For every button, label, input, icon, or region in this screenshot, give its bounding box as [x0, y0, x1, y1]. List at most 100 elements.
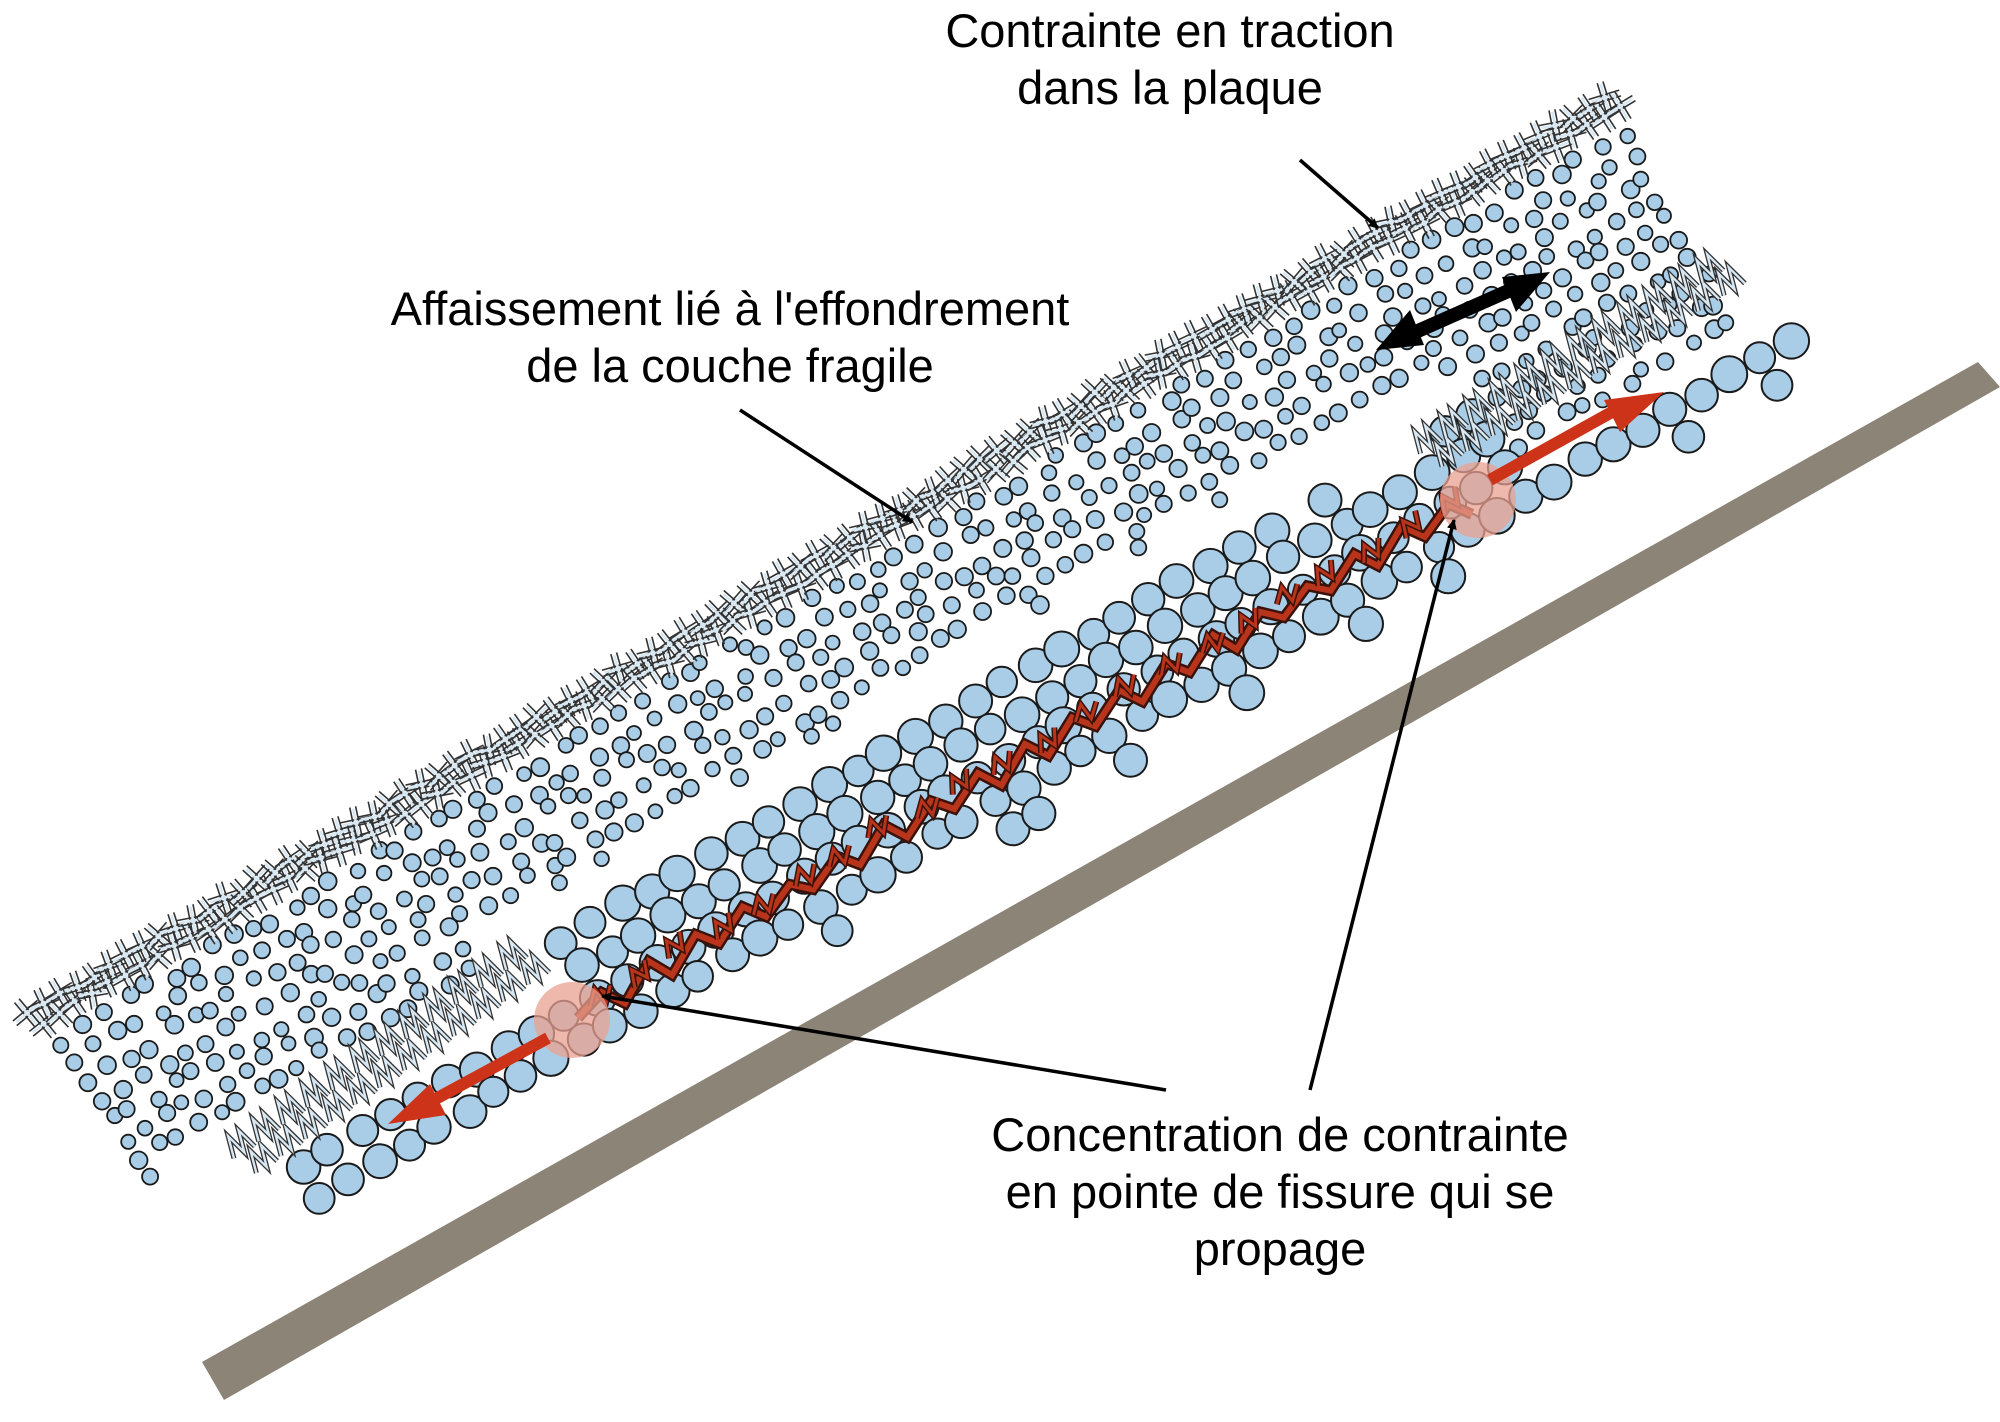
large-grain: [393, 1128, 426, 1162]
small-grain: [1437, 255, 1455, 273]
small-grain: [1473, 260, 1492, 280]
small-grain: [1172, 375, 1191, 394]
weak-layer-crystal: [344, 1068, 378, 1107]
small-grain: [860, 641, 880, 661]
large-grain: [1003, 696, 1041, 734]
small-grain: [277, 929, 296, 948]
small-grain: [647, 803, 664, 820]
crack-shard: [826, 842, 852, 870]
crack-shard: [1037, 727, 1059, 754]
small-grain: [1607, 212, 1626, 231]
small-grain: [166, 1128, 185, 1146]
small-grain: [1588, 192, 1607, 212]
small-grain: [84, 1035, 102, 1053]
small-grain: [1183, 434, 1202, 452]
small-grain: [1645, 193, 1664, 212]
small-grain: [812, 648, 830, 666]
small-grain: [1292, 396, 1311, 416]
small-grain: [273, 1021, 290, 1038]
label-slab-tension-line-1: Contrainte en traction: [945, 4, 1395, 57]
small-grain: [586, 830, 605, 849]
small-grain: [928, 517, 948, 538]
small-grain: [141, 1167, 160, 1186]
crack-tip-glow-left: [534, 982, 610, 1058]
slab-crystal: [374, 789, 404, 819]
small-grain: [254, 1077, 272, 1095]
small-grain: [253, 1031, 271, 1049]
large-grain: [1430, 558, 1467, 595]
large-grain: [860, 779, 896, 816]
slab-crystal: [454, 759, 488, 792]
large-grain: [1710, 355, 1749, 394]
weak-layer-crystal: [270, 1119, 304, 1159]
small-grain: [439, 917, 459, 937]
large-grain: [1043, 630, 1081, 668]
large-grain: [771, 908, 805, 941]
small-grain: [1573, 397, 1591, 414]
weak-layer-crystal: [421, 984, 455, 1024]
small-grain: [1036, 566, 1055, 586]
small-grain: [181, 957, 202, 978]
slab-crystal: [1308, 242, 1341, 275]
small-grain: [853, 679, 870, 696]
small-grain: [604, 822, 624, 842]
small-grain: [1576, 251, 1595, 270]
small-grain: [128, 1150, 149, 1171]
small-grain: [986, 566, 1006, 586]
large-grain: [658, 854, 696, 893]
slab-crystal: [1539, 130, 1573, 164]
small-grain: [349, 1002, 368, 1021]
slab-crystal: [1099, 373, 1128, 402]
small-grain: [1628, 147, 1647, 166]
small-grain: [972, 556, 992, 576]
large-grain: [346, 1114, 380, 1147]
small-grain: [545, 834, 564, 852]
small-grain: [821, 670, 841, 689]
small-grain: [395, 890, 413, 908]
small-grain: [404, 967, 421, 985]
slab-crystal: [43, 977, 76, 1010]
small-grain: [117, 1100, 136, 1119]
small-grain: [1220, 455, 1240, 475]
small-grain: [1431, 291, 1447, 307]
small-grain: [478, 803, 498, 823]
weak-layer-crystal: [419, 1016, 453, 1056]
small-grain: [1030, 595, 1050, 615]
label-stress-concentration-line-3: propage: [1193, 1222, 1367, 1275]
small-grain: [809, 705, 828, 724]
slab-crystal: [126, 930, 159, 963]
small-grain: [530, 757, 551, 778]
small-grain: [824, 715, 842, 732]
small-grain: [1504, 180, 1524, 200]
weak-layer-crystal: [1534, 368, 1568, 407]
slab-crystal: [819, 533, 848, 562]
small-grain: [344, 945, 364, 965]
small-grain: [1194, 446, 1212, 464]
small-grain: [413, 929, 431, 947]
leader-line-collapse: [739, 408, 913, 524]
large-grain: [859, 856, 897, 894]
large-grain: [958, 683, 994, 719]
slab-crystal: [1523, 120, 1556, 153]
small-grain: [225, 1091, 246, 1112]
large-grain: [619, 917, 657, 954]
small-grain: [689, 690, 706, 706]
weak-layer-crystal: [493, 965, 527, 1004]
small-grain: [1655, 207, 1672, 224]
small-grain: [1210, 387, 1230, 407]
small-grain: [1142, 423, 1162, 443]
large-grain: [310, 1132, 344, 1167]
small-grain: [168, 1072, 185, 1088]
label-stress-concentration: Concentration de contrainte en pointe de…: [900, 1106, 1660, 1277]
small-grain: [1374, 347, 1394, 367]
small-grain: [360, 930, 378, 948]
small-grain: [1347, 335, 1364, 352]
small-grain: [769, 731, 786, 748]
small-grain: [1524, 209, 1544, 229]
crack-shard: [711, 912, 735, 940]
small-grain: [977, 519, 995, 537]
small-grain: [1210, 441, 1230, 461]
small-grain: [954, 567, 974, 587]
crack-tip-tension-arrow-left: [388, 1032, 551, 1124]
weak-layer-crystal: [446, 967, 480, 1007]
